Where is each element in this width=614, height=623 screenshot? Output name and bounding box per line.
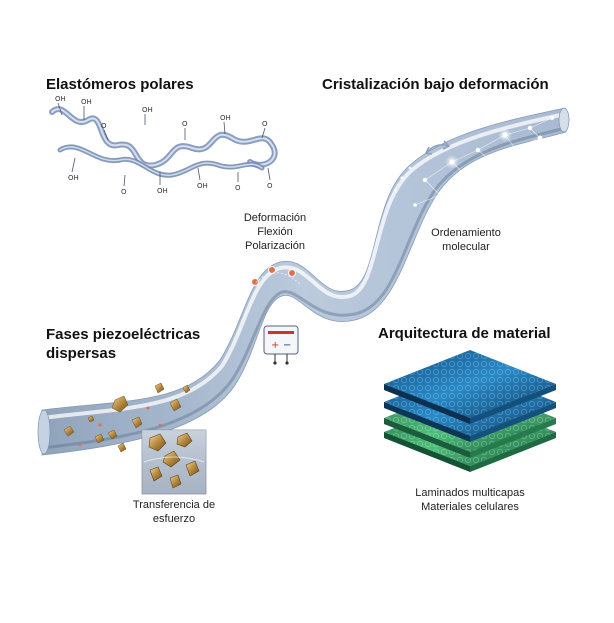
group-label: OH: [68, 174, 79, 182]
heading-piezo-phases: Fases piezoeléctricas dispersas: [46, 325, 200, 363]
group-label: OH: [197, 182, 208, 190]
note-line: Materiales celulares: [408, 500, 532, 514]
group-label: OH: [55, 95, 66, 103]
material-layers: [384, 350, 556, 472]
bottom-left-note: Transferencia de esfuerzo: [120, 498, 228, 526]
group-label: OH: [220, 114, 231, 122]
group-label: O: [121, 188, 127, 196]
group-label: OH: [157, 187, 168, 195]
polymer-group-labels: OH OH O OH O OH O OH OH O O OH O: [55, 95, 273, 196]
note-line: esfuerzo: [120, 512, 228, 526]
stress-transfer-inset: [142, 430, 206, 494]
group-label: O: [235, 184, 241, 192]
bottom-right-note: Laminados multicapas Materiales celulare…: [408, 486, 532, 514]
heading-line: Fases piezoeléctricas: [46, 325, 200, 344]
note-line: Polarización: [228, 239, 322, 253]
heading-line: dispersas: [46, 344, 200, 363]
tube-end-left: [38, 410, 50, 454]
note-line: Deformación: [228, 211, 322, 225]
group-label: O: [262, 120, 268, 128]
plus-sign: +: [271, 340, 279, 351]
group-label: O: [182, 120, 188, 128]
heading-material-architecture: Arquitectura de material: [378, 325, 551, 342]
group-label: O: [267, 182, 273, 190]
group-label: O: [101, 122, 107, 130]
note-line: Laminados multicapas: [408, 486, 532, 500]
minus-sign: −: [283, 340, 291, 351]
note-line: Ordenamiento: [420, 226, 512, 240]
heading-polar-elastomers: Elastómeros polares: [46, 76, 194, 93]
right-note: Ordenamiento molecular: [420, 226, 512, 254]
note-line: Flexión: [228, 225, 322, 239]
circuit-icon: + −: [264, 326, 298, 365]
heading-strain-crystallization: Cristalización bajo deformación: [322, 76, 549, 93]
group-label: OH: [142, 106, 153, 114]
polymer-chain: [52, 103, 275, 186]
group-label: OH: [81, 98, 92, 106]
note-line: molecular: [420, 240, 512, 254]
note-line: Transferencia de: [120, 498, 228, 512]
center-note: Deformación Flexión Polarización: [228, 211, 322, 253]
tube-end-right: [559, 108, 569, 132]
